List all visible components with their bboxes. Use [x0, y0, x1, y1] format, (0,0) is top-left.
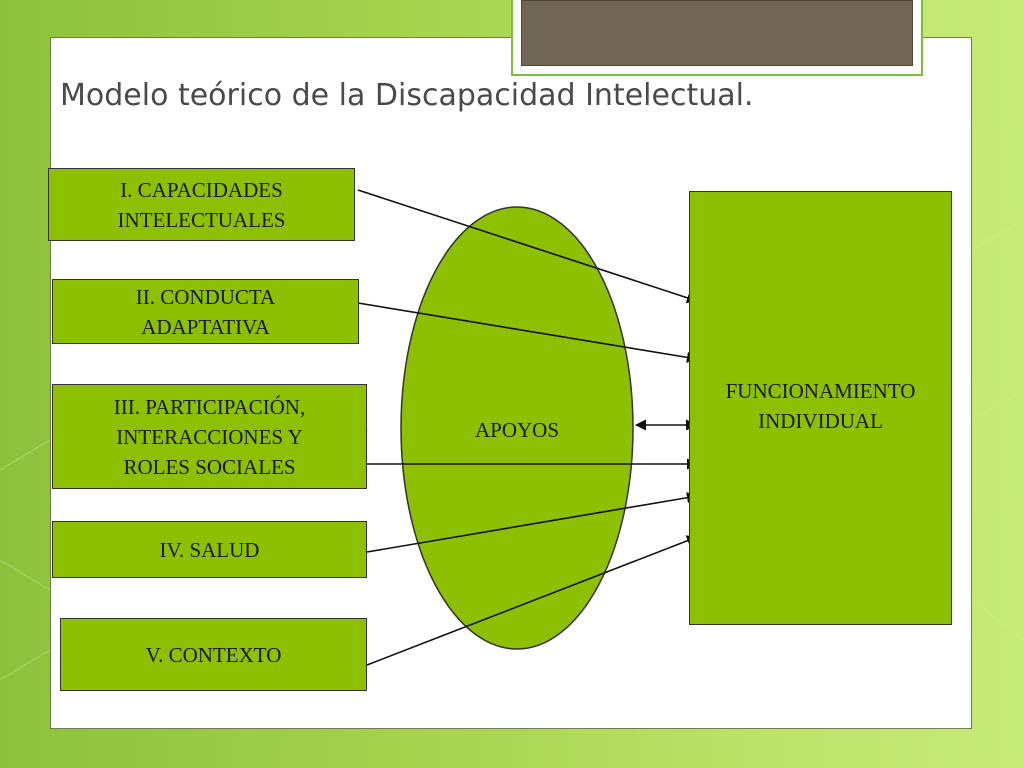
box-conducta-label: II. CONDUCTA ADAPTATIVA	[135, 284, 276, 339]
box-contexto-label: V. CONTEXTO	[145, 642, 282, 667]
box-funcionamiento-individual: FUNCIONAMIENTO INDIVIDUAL	[689, 191, 952, 625]
box-participacion: III. PARTICIPACIÓN, INTERACCIONES Y ROLE…	[52, 384, 367, 489]
slide-title: Modelo teórico de la Discapacidad Intele…	[60, 78, 754, 113]
header-accent-frame	[511, 0, 923, 76]
box-conducta-adaptativa: II. CONDUCTA ADAPTATIVA	[52, 279, 359, 344]
box-contexto: V. CONTEXTO	[60, 618, 367, 691]
box-salud: IV. SALUD	[52, 521, 367, 578]
apoyos-label: APOYOS	[474, 418, 560, 442]
apoyos-oval	[400, 206, 634, 650]
arrow-contexto	[366, 535, 699, 666]
arrow-capacidades	[357, 189, 699, 304]
box-salud-label: IV. SALUD	[159, 537, 260, 562]
box-participacion-label: III. PARTICIPACIÓN, INTERACCIONES Y ROLE…	[113, 394, 306, 479]
funcionamiento-label: FUNCIONAMIENTO INDIVIDUAL	[725, 379, 916, 433]
header-accent-block	[521, 0, 913, 66]
arrow-conducta	[357, 302, 699, 363]
arrow-salud	[366, 492, 699, 553]
box-capacidades-label: I. CAPACIDADES INTELECTUALES	[117, 177, 286, 232]
box-capacidades-intelectuales: I. CAPACIDADES INTELECTUALES	[48, 168, 355, 241]
